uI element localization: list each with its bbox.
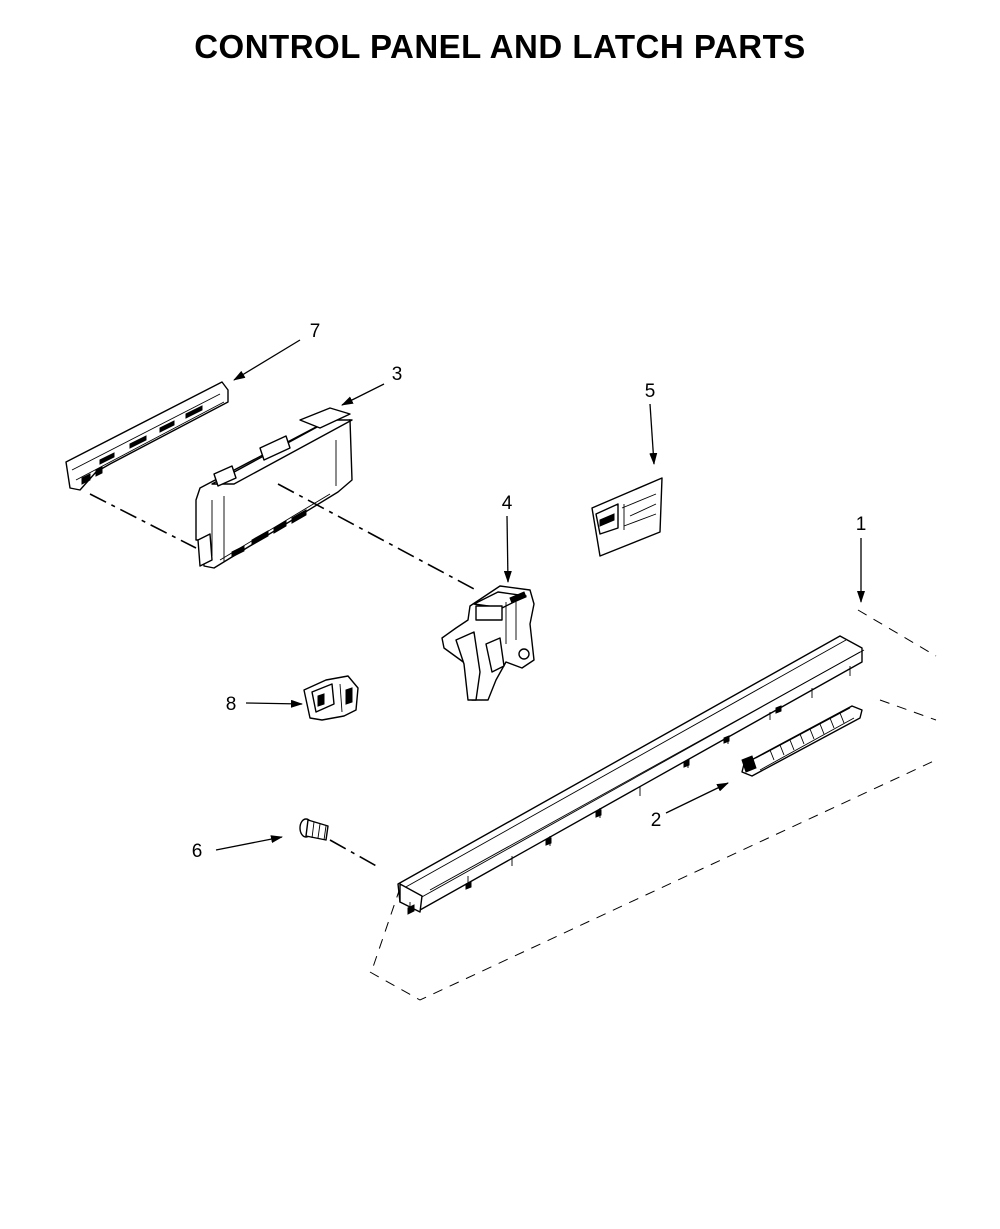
callout-7-arrow xyxy=(233,339,301,381)
part-3-control-board xyxy=(195,407,353,569)
callout-7: 7 xyxy=(310,321,321,342)
part-6-screw xyxy=(299,818,329,841)
part-5-label xyxy=(591,477,663,557)
callout-5: 5 xyxy=(645,381,656,402)
leader-3-to-4 xyxy=(277,483,477,591)
part-2-spring-rod xyxy=(741,705,863,777)
part-1-control-panel xyxy=(369,609,937,1001)
callout-6: 6 xyxy=(192,841,203,862)
callout-1: 1 xyxy=(856,514,867,535)
callout-4: 4 xyxy=(502,493,513,514)
callout-2: 2 xyxy=(651,810,662,831)
part-4-door-latch xyxy=(441,585,535,701)
callout-4-arrow xyxy=(503,515,512,583)
callout-8: 8 xyxy=(226,694,237,715)
callout-3: 3 xyxy=(392,364,403,385)
leader-7-to-3 xyxy=(89,493,197,549)
callout-8-arrow xyxy=(245,699,303,708)
callout-3-arrow xyxy=(341,383,385,406)
leader-6 xyxy=(329,839,381,869)
callout-6-arrow xyxy=(215,835,283,851)
callout-5-arrow xyxy=(649,403,658,465)
callout-2-arrow xyxy=(665,782,729,814)
part-8-clip xyxy=(303,675,359,721)
part-7-bracket xyxy=(65,381,229,491)
page-title: CONTROL PANEL AND LATCH PARTS xyxy=(194,28,806,65)
